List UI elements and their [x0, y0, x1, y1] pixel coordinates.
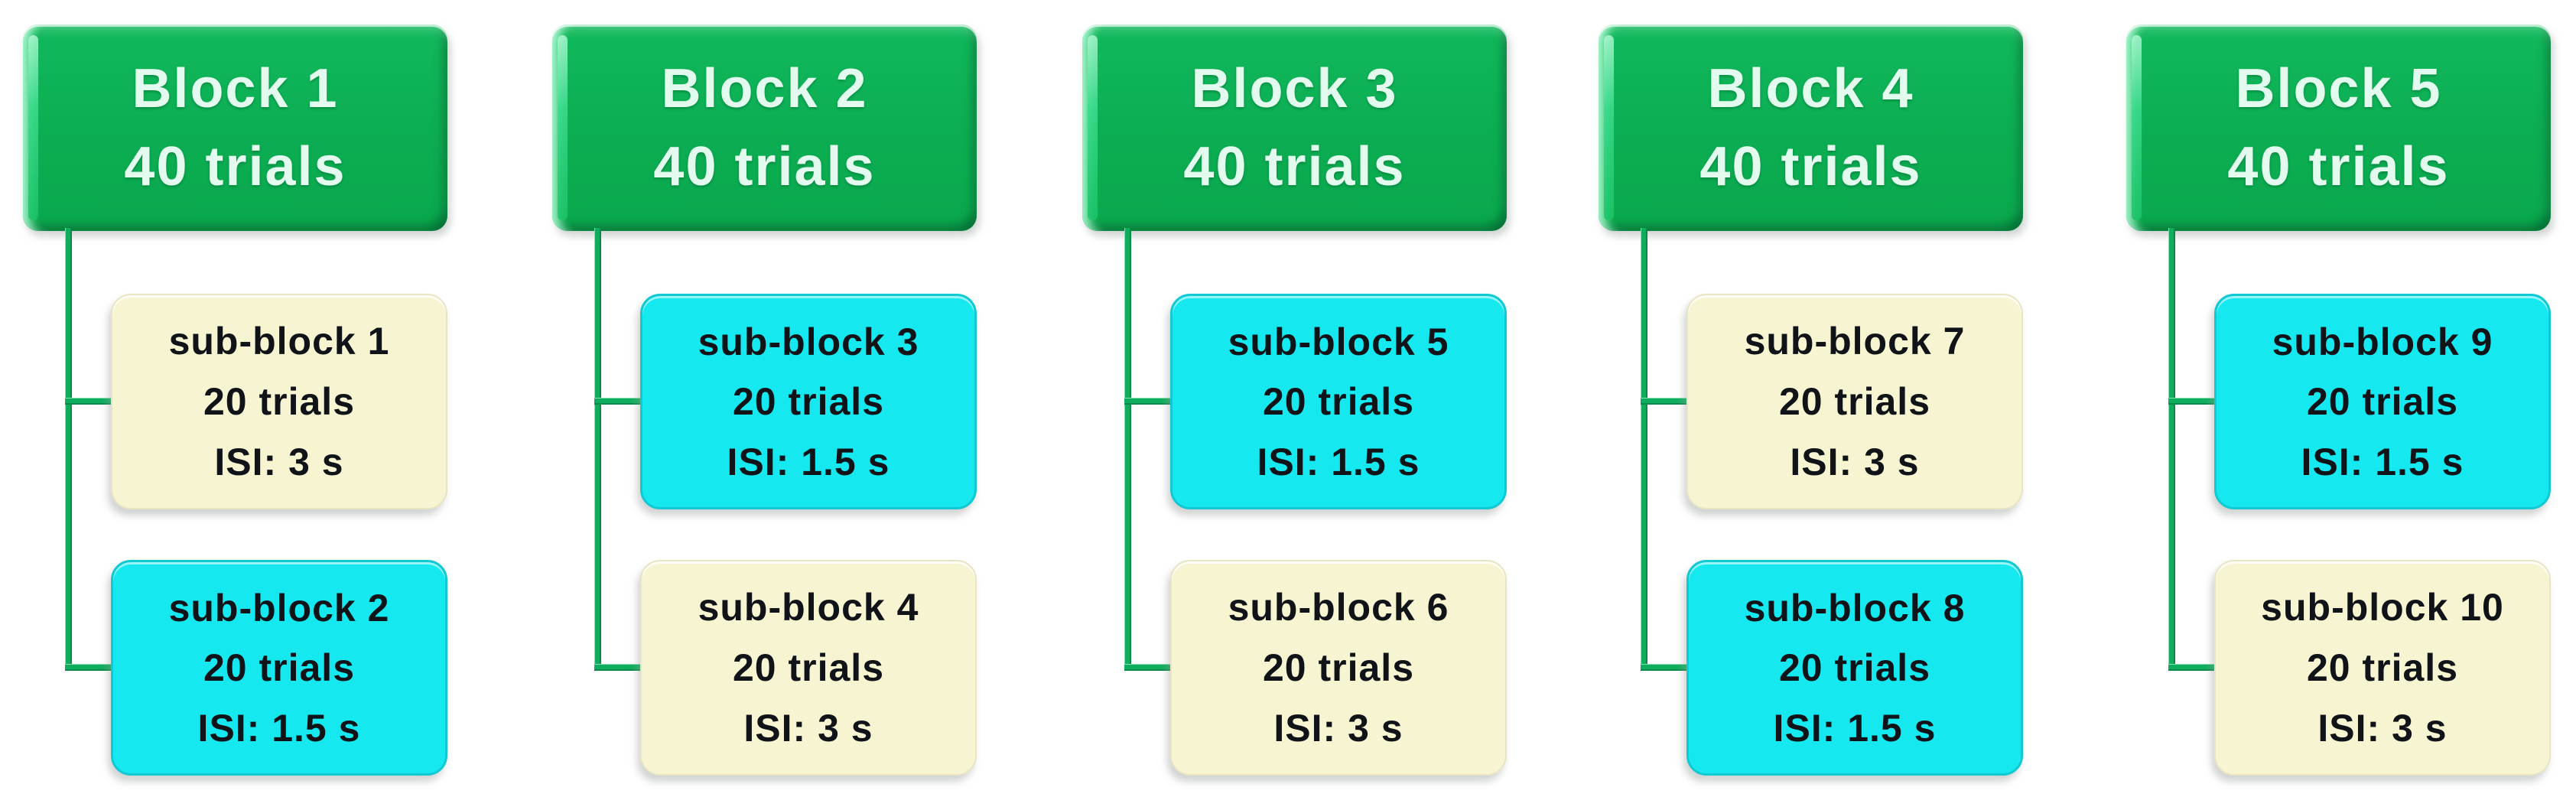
- block-2-column: Block 2 40 trials sub-block 3 20 trials …: [552, 0, 977, 797]
- sub-block-6-isi: ISI: 3 s: [1273, 707, 1403, 750]
- sub-block-10-isi: ISI: 3 s: [2317, 707, 2448, 750]
- sub-block-8: sub-block 8 20 trials ISI: 1.5 s: [1686, 560, 2023, 776]
- sub-block-3-name: sub-block 3: [698, 320, 919, 363]
- sub-block-9-trials: 20 trials: [2306, 380, 2458, 423]
- block-3-trials: 40 trials: [1183, 136, 1406, 197]
- sub-block-6: sub-block 6 20 trials ISI: 3 s: [1170, 560, 1507, 776]
- sub-block-7: sub-block 7 20 trials ISI: 3 s: [1686, 294, 2023, 509]
- connector-stub-lower: [594, 664, 642, 671]
- sub-block-8-isi: ISI: 1.5 s: [1773, 706, 1937, 750]
- sub-block-8-name: sub-block 8: [1744, 586, 1966, 629]
- sub-block-3-trials: 20 trials: [732, 380, 884, 423]
- block-3-column: Block 3 40 trials sub-block 5 20 trials …: [1082, 0, 1507, 797]
- sub-block-1-isi: ISI: 3 s: [214, 441, 344, 483]
- connector-stub-upper: [2168, 398, 2216, 405]
- sub-block-8-trials: 20 trials: [1778, 646, 1930, 689]
- sub-block-4-trials: 20 trials: [732, 646, 884, 689]
- sub-block-6-trials: 20 trials: [1262, 646, 1414, 689]
- connector-stub-lower: [1124, 664, 1172, 671]
- connector-vertical: [65, 228, 72, 671]
- block-1-trials: 40 trials: [124, 136, 346, 197]
- sub-block-2-name: sub-block 2: [168, 586, 390, 629]
- sub-block-7-isi: ISI: 3 s: [1790, 441, 1920, 483]
- block-5: Block 5 40 trials: [2126, 24, 2551, 231]
- sub-block-3: sub-block 3 20 trials ISI: 1.5 s: [640, 294, 977, 509]
- sub-block-5-name: sub-block 5: [1228, 320, 1449, 363]
- sub-block-2: sub-block 2 20 trials ISI: 1.5 s: [111, 560, 447, 776]
- sub-block-5-trials: 20 trials: [1262, 380, 1414, 423]
- connector-stub-upper: [65, 398, 112, 405]
- block-1-column: Block 1 40 trials sub-block 1 20 trials …: [23, 0, 447, 797]
- sub-block-6-name: sub-block 6: [1228, 586, 1449, 629]
- sub-block-9-isi: ISI: 1.5 s: [2301, 440, 2464, 483]
- connector-vertical: [1124, 228, 1131, 671]
- sub-block-2-trials: 20 trials: [203, 646, 355, 689]
- block-3-title: Block 3: [1191, 58, 1398, 119]
- sub-block-9-name: sub-block 9: [2272, 320, 2493, 363]
- connector-vertical: [594, 228, 601, 671]
- sub-block-5-isi: ISI: 1.5 s: [1257, 440, 1420, 483]
- block-1: Block 1 40 trials: [23, 24, 447, 231]
- block-2: Block 2 40 trials: [552, 24, 977, 231]
- block-2-title: Block 2: [661, 58, 868, 119]
- sub-block-2-isi: ISI: 1.5 s: [197, 706, 361, 750]
- block-1-title: Block 1: [132, 58, 339, 119]
- connector-vertical: [2168, 228, 2175, 671]
- connector-vertical: [1641, 228, 1647, 671]
- block-2-trials: 40 trials: [653, 136, 876, 197]
- sub-block-9: sub-block 9 20 trials ISI: 1.5 s: [2214, 294, 2551, 509]
- sub-block-1: sub-block 1 20 trials ISI: 3 s: [111, 294, 447, 509]
- sub-block-10-trials: 20 trials: [2306, 646, 2458, 689]
- sub-block-5: sub-block 5 20 trials ISI: 1.5 s: [1170, 294, 1507, 509]
- connector-stub-upper: [594, 398, 642, 405]
- sub-block-10-name: sub-block 10: [2261, 586, 2504, 629]
- sub-block-3-isi: ISI: 1.5 s: [727, 440, 890, 483]
- block-3: Block 3 40 trials: [1082, 24, 1507, 231]
- block-4-trials: 40 trials: [1699, 136, 1922, 197]
- sub-block-1-name: sub-block 1: [168, 320, 390, 363]
- sub-block-4-name: sub-block 4: [698, 586, 919, 629]
- block-5-trials: 40 trials: [2227, 136, 2450, 197]
- sub-block-10: sub-block 10 20 trials ISI: 3 s: [2214, 560, 2551, 776]
- sub-block-7-name: sub-block 7: [1744, 320, 1966, 363]
- sub-block-4-isi: ISI: 3 s: [743, 707, 873, 750]
- connector-stub-lower: [1641, 664, 1688, 671]
- connector-stub-upper: [1124, 398, 1172, 405]
- sub-block-7-trials: 20 trials: [1778, 380, 1930, 423]
- connector-stub-upper: [1641, 398, 1688, 405]
- block-4-column: Block 4 40 trials sub-block 7 20 trials …: [1599, 0, 2023, 797]
- block-5-column: Block 5 40 trials sub-block 9 20 trials …: [2126, 0, 2551, 797]
- sub-block-1-trials: 20 trials: [203, 380, 355, 423]
- connector-stub-lower: [2168, 664, 2216, 671]
- block-4: Block 4 40 trials: [1599, 24, 2023, 231]
- block-5-title: Block 5: [2235, 58, 2442, 119]
- block-4-title: Block 4: [1707, 58, 1914, 119]
- sub-block-4: sub-block 4 20 trials ISI: 3 s: [640, 560, 977, 776]
- connector-stub-lower: [65, 664, 112, 671]
